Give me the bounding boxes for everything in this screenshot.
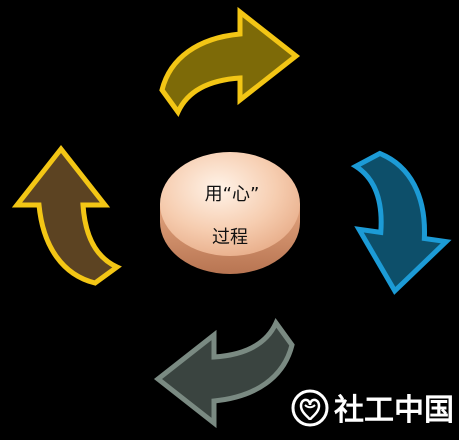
watermark-logo [291,389,329,427]
arrow-bottom [158,323,292,423]
arrow-top-right [162,12,296,112]
center-label-line2: 过程 [212,227,248,248]
arrow-left [17,149,117,283]
center-label-line1: 用“心” [205,184,260,205]
watermark-text: 社工中国 [334,393,454,428]
center-disc [160,152,300,274]
arrow-right [339,150,457,297]
